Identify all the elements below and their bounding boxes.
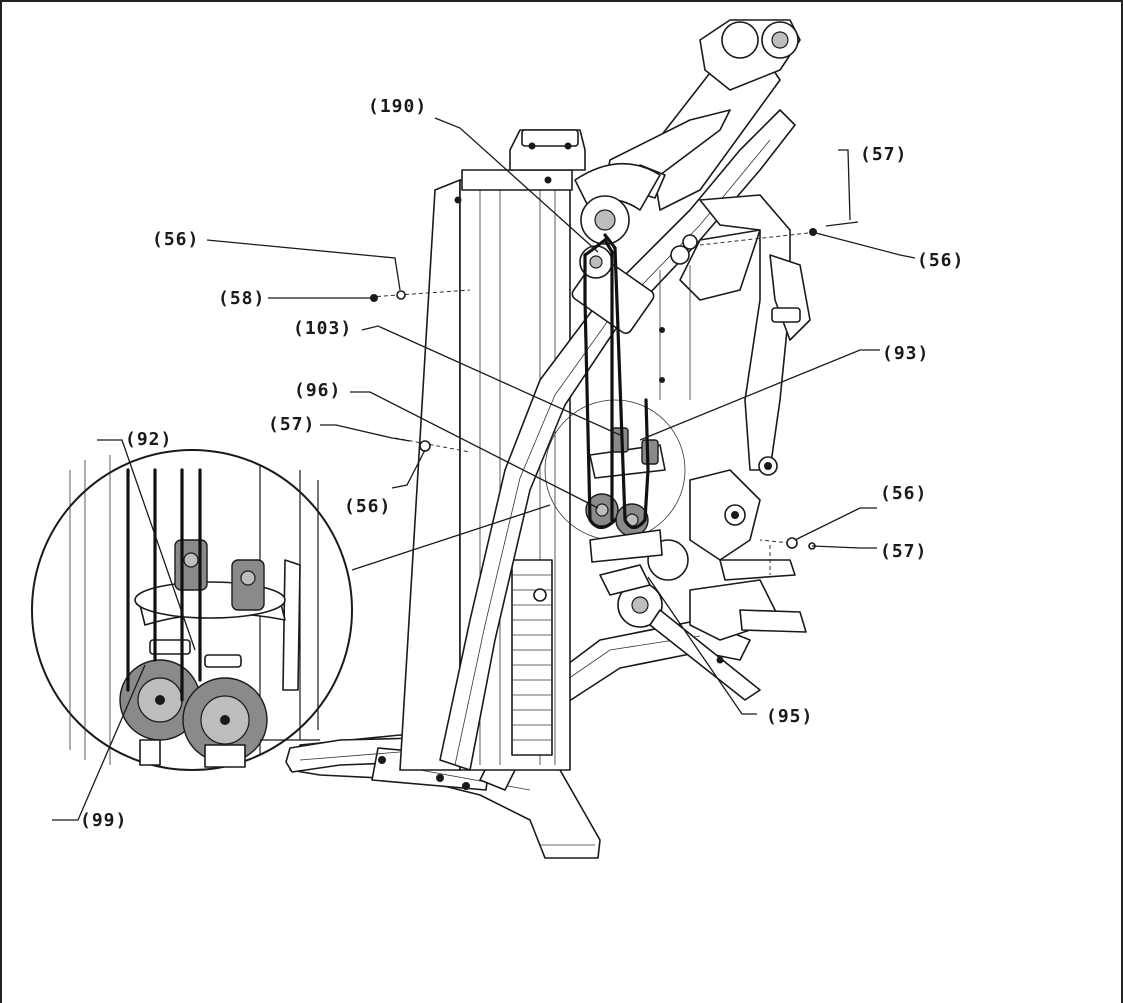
callout-103: (103) xyxy=(293,318,352,339)
callout-92: (92) xyxy=(125,429,172,450)
callout-96: (96) xyxy=(294,380,341,401)
lower-pulley-assembly xyxy=(599,469,807,701)
callout-95: (95) xyxy=(766,706,813,727)
callout-93: (93) xyxy=(882,343,929,364)
callout-56-top-right: (56) xyxy=(917,250,964,271)
callout-56-left: (56) xyxy=(152,229,199,250)
callout-56-right: (56) xyxy=(880,483,927,504)
callout-57-right: (57) xyxy=(880,541,927,562)
callout-57-mid: (57) xyxy=(268,414,315,435)
callout-190: (190) xyxy=(368,96,427,117)
callout-labels: (190) (57) (56) (56) (58) (103) (93) (96… xyxy=(80,96,964,831)
callout-99: (99) xyxy=(80,810,127,831)
callout-58: (58) xyxy=(218,288,265,309)
detail-magnifier xyxy=(31,449,551,771)
callout-56-mid: (56) xyxy=(344,496,391,517)
rear-lever-arm xyxy=(659,194,811,476)
cable-pulley-cluster xyxy=(544,399,686,563)
callout-57-top: (57) xyxy=(860,144,907,165)
cable-190 xyxy=(583,233,650,530)
top-pulley-bracket xyxy=(509,129,586,171)
leader-lines xyxy=(52,117,916,821)
weight-stack xyxy=(511,559,553,756)
